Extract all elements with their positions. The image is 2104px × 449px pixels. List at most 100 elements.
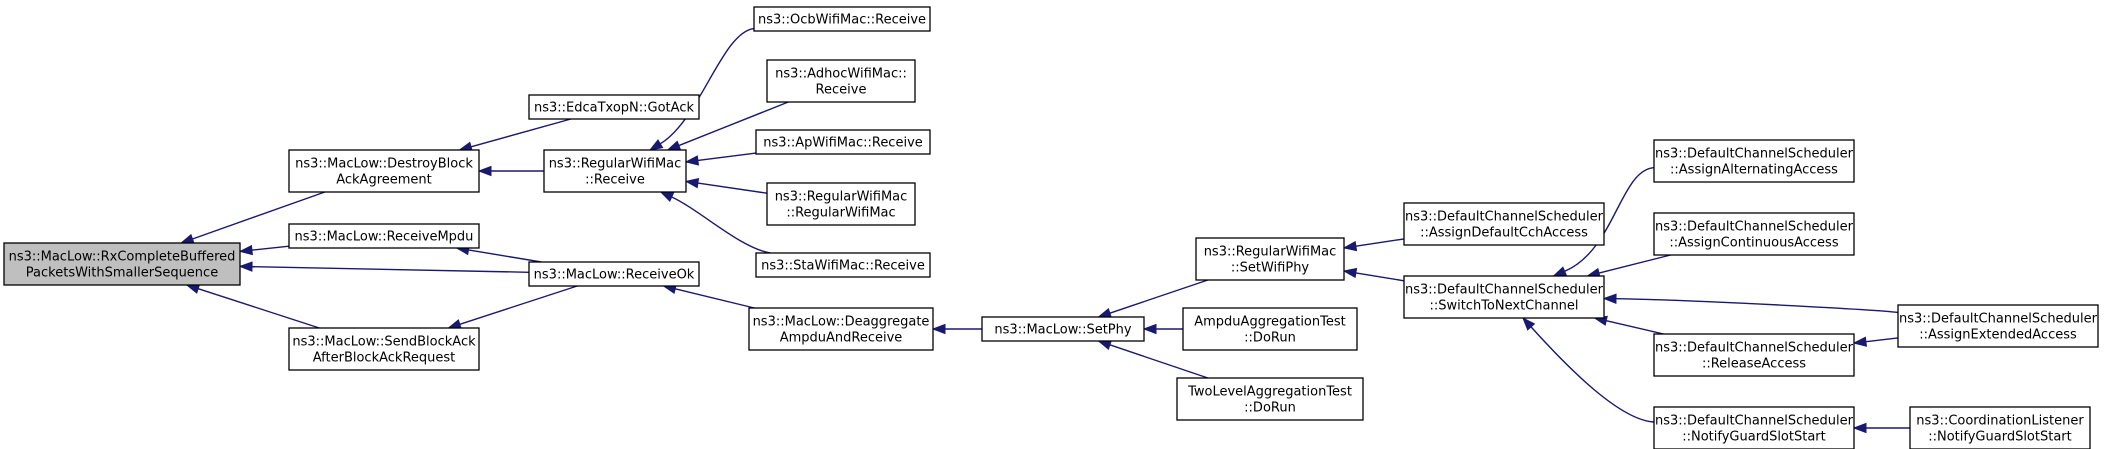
edge-setphy-to-deaggregate [931,323,982,335]
edge-assigncontinuous-to-switchtonext [1585,254,1671,279]
arrowhead [1342,240,1358,252]
node-receivempdu[interactable]: ns3::MacLow::ReceiveMpdu [288,223,480,249]
edge-coordinationnotify-to-notifyguard [1852,422,1910,434]
node-box[interactable] [1176,377,1364,421]
node-sta[interactable]: ns3::StaWifiMac::Receive [755,252,931,278]
node-assignextended[interactable]: ns3::DefaultChannelScheduler::AssignExte… [1897,304,2099,348]
node-label: ::AssignContinuousAccess [1669,236,1838,251]
node-box[interactable] [1909,406,2091,449]
node-label: ::SwitchToNextChannel [1429,299,1578,314]
edge-line [659,27,755,145]
node-receiveok[interactable]: ns3::MacLow::ReceiveOk [528,261,700,287]
node-label: ns3::AdhocWifiMac:: [775,67,907,82]
arrowhead [1097,340,1112,350]
edge-line [697,152,757,162]
node-rxcomplete[interactable]: ns3::MacLow::RxCompleteBufferedPacketsWi… [3,242,241,286]
node-assigncontinuous[interactable]: ns3::DefaultChannelScheduler::AssignCont… [1653,212,1855,256]
node-label: AmpduAggregationTest [1194,315,1345,330]
node-box[interactable] [1653,406,1855,449]
node-notifyguard[interactable]: ns3::DefaultChannelScheduler::NotifyGuar… [1653,406,1855,449]
node-box[interactable] [1653,139,1855,183]
edge-line [251,265,530,273]
arrowhead [648,139,664,151]
node-setwifiphy[interactable]: ns3::RegularWifiMac::SetWifiPhy [1195,237,1345,281]
node-box[interactable] [1182,307,1358,351]
arrowhead [1852,422,1867,434]
node-box[interactable] [288,223,480,249]
node-adhoc[interactable]: ns3::AdhocWifiMac::Receive [766,59,916,103]
arrowhead [477,165,492,177]
node-regularctor[interactable]: ns3::RegularWifiMac::RegularWifiMac [766,182,916,226]
node-label: ns3::DefaultChannelScheduler [1655,414,1854,429]
node-label: ns3::OcbWifiMac::Receive [758,13,926,28]
node-label: ::DoRun [1244,331,1296,346]
node-releaseaccess[interactable]: ns3::DefaultChannelScheduler::ReleaseAcc… [1653,333,1855,377]
node-label: ns3::MacLow::SetPhy [994,323,1131,338]
node-box[interactable] [528,94,700,120]
edge-line [675,288,755,309]
arrowhead [1142,323,1157,335]
node-ap[interactable]: ns3::ApWifiMac::Receive [755,129,931,155]
node-box[interactable] [1403,202,1605,246]
node-box[interactable] [1403,275,1605,319]
node-box[interactable] [288,149,480,193]
arrowhead [1552,266,1568,277]
node-box[interactable] [3,242,241,286]
arrowhead [238,244,253,256]
node-box[interactable] [766,182,916,226]
node-label: ::ReleaseAccess [1702,357,1806,372]
arrowhead [1852,336,1868,347]
edge-line [671,196,771,254]
arrowhead [684,155,700,166]
node-box[interactable] [753,6,931,32]
node-label: AfterBlockAckRequest [313,351,456,366]
node-box[interactable] [755,129,931,155]
node-box[interactable] [528,261,700,287]
node-box[interactable] [755,252,931,278]
node-label: ::AssignDefaultCchAccess [1420,226,1588,241]
node-box[interactable] [1897,304,2099,348]
node-switchtonext[interactable]: ns3::DefaultChannelScheduler::SwitchToNe… [1403,275,1605,319]
node-ampdutest[interactable]: AmpduAggregationTest::DoRun [1182,307,1358,351]
node-box[interactable] [748,307,934,351]
node-assignalternating[interactable]: ns3::DefaultChannelScheduler::AssignAlte… [1653,139,1855,183]
edge-line [251,245,290,251]
node-setphy[interactable]: ns3::MacLow::SetPhy [981,316,1145,342]
node-coordinationnotify[interactable]: ns3::CoordinationListener::NotifyGuardSl… [1909,406,2091,449]
arrowhead [1602,293,1617,304]
node-label: ns3::DefaultChannelScheduler [1899,312,2098,327]
node-regularreceive[interactable]: ns3::RegularWifiMac::Receive [543,149,687,193]
nodes-layer: ns3::MacLow::RxCompleteBufferedPacketsWi… [3,6,2099,449]
edge-line [192,191,326,240]
node-box[interactable] [1195,237,1345,281]
node-label: ::Receive [585,173,645,188]
node-box[interactable] [1653,212,1855,256]
node-label: ns3::DefaultChannelScheduler [1405,210,1604,225]
node-label: ns3::RegularWifiMac [775,190,908,205]
node-box[interactable] [766,59,916,103]
node-sendblockack[interactable]: ns3::MacLow::SendBlockAckAfterBlockAckRe… [288,327,480,371]
node-assigndefaultcch[interactable]: ns3::DefaultChannelScheduler::AssignDefa… [1403,202,1605,246]
edge-ocb-to-regularreceive [648,27,755,151]
node-box[interactable] [981,316,1145,342]
node-gotack[interactable]: ns3::EdcaTxopN::GotAck [528,94,700,120]
node-box[interactable] [288,327,480,371]
node-label: ns3::StaWifiMac::Receive [761,259,925,274]
edge-line [470,118,572,148]
node-label: ns3::MacLow::ReceiveMpdu [295,230,474,245]
node-twoleveltest[interactable]: TwoLevelAggregationTest::DoRun [1176,377,1364,421]
node-label: ns3::EdcaTxopN::GotAck [534,101,694,116]
node-ocb[interactable]: ns3::OcbWifiMac::Receive [753,6,931,32]
node-label: ns3::RegularWifiMac [1204,245,1337,260]
edge-line [1109,279,1209,314]
arrowhead [659,191,675,202]
arrowhead [1522,316,1536,331]
node-label: ns3::MacLow::DestroyBlock [295,157,473,172]
node-box[interactable] [1653,333,1855,377]
edge-receivempdu-to-rxcomplete [238,244,290,256]
node-box[interactable] [543,149,687,193]
node-label: ns3::DefaultChannelScheduler [1655,220,1854,235]
